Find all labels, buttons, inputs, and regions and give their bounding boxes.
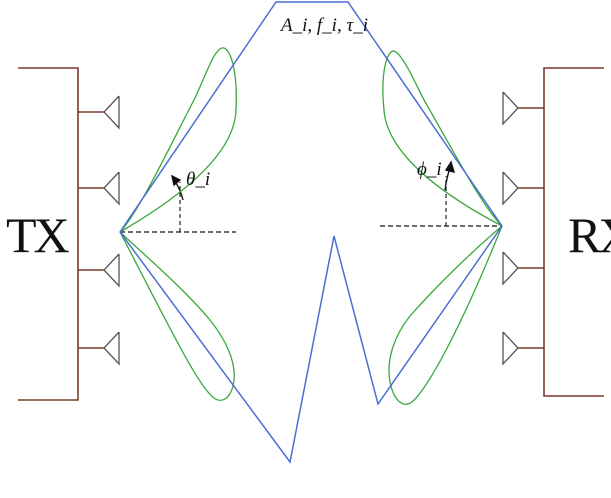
tx-antenna-icon	[103, 95, 120, 130]
path-parameters-label: A_i, f_i, τ_i	[281, 15, 369, 36]
rx-lower-beam	[388, 225, 503, 405]
angle-markers	[179, 176, 447, 232]
tx-upper-beam	[119, 47, 237, 233]
rx-antenna-icon	[502, 251, 519, 286]
tx-antenna-array	[18, 67, 104, 401]
tx-frame	[18, 67, 79, 401]
rx-antenna-array	[518, 67, 604, 397]
beam-lobes	[119, 47, 503, 405]
tx-antenna-icon	[103, 171, 120, 206]
tx-antenna-icon	[103, 253, 120, 288]
departure-angle-label: θ_i	[186, 169, 211, 190]
rx-frame	[543, 67, 604, 397]
tx-label: TX	[6, 207, 70, 263]
tx-antenna-icon	[103, 331, 120, 366]
ray-path-lower	[119, 225, 503, 464]
tx-lower-beam	[119, 231, 235, 401]
theta-arrowhead	[170, 174, 182, 187]
rx-antennas	[502, 91, 519, 366]
rx-label: RX	[568, 207, 611, 263]
tx-antennas	[103, 95, 120, 366]
rx-antenna-icon	[502, 171, 519, 206]
angle-arrows	[170, 160, 456, 201]
rx-antenna-icon	[502, 331, 519, 366]
ray-paths	[119, 1, 503, 464]
arrival-angle-label: ϕ_i	[417, 159, 442, 180]
rx-upper-beam	[382, 50, 503, 227]
ray-path-upper	[119, 1, 503, 233]
phi-arrowhead	[444, 160, 456, 173]
rx-antenna-icon	[502, 91, 519, 126]
reference-lines	[120, 225, 502, 233]
